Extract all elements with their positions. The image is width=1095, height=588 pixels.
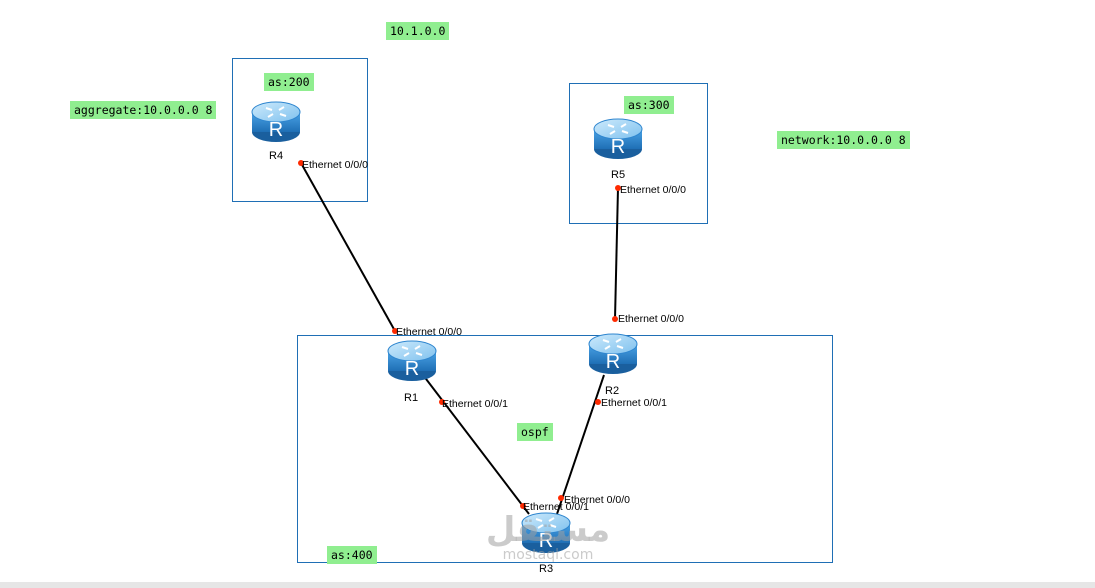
router-r4-label: R4 (269, 150, 284, 162)
port-dot-r1-e001[interactable] (439, 399, 445, 405)
router-r5-label: R5 (611, 169, 626, 181)
watermark-sub-text: mostaql.com (502, 547, 594, 563)
port-dot-r5-e000[interactable] (615, 185, 621, 191)
as400-area (297, 335, 833, 563)
watermark-main-text: مستقل (485, 510, 611, 550)
port-label-r2-e000: Ethernet 0/0/0 (618, 313, 684, 325)
link-r2-r3[interactable] (556, 374, 605, 515)
port-dot-r2-e000[interactable] (612, 316, 618, 322)
aggregate-note: aggregate:10.0.0.0 8 (70, 101, 217, 119)
port-label-r4-e000: Ethernet 0/0/0 (302, 159, 368, 171)
ospf-label: ospf (517, 423, 553, 441)
bottom-scrollbar[interactable] (0, 582, 1095, 588)
router-r4-icon[interactable] (251, 101, 301, 143)
router-r1-icon[interactable] (387, 340, 437, 382)
as200-area (232, 58, 368, 202)
link-r4-r1[interactable] (300, 162, 396, 332)
port-label-r3-e000: Ethernet 0/0/0 (564, 494, 630, 506)
port-label-r3-e001: Ethernet 0/0/1 (523, 501, 589, 513)
port-label-r5-e000: Ethernet 0/0/0 (620, 184, 686, 196)
port-dot-r1-e000[interactable] (392, 328, 398, 334)
router-r5-icon[interactable] (593, 118, 643, 160)
router-r1-label: R1 (404, 392, 419, 404)
network-note-top: 10.1.0.0 (386, 22, 450, 40)
as400-label: as:400 (327, 546, 377, 564)
port-dot-r4-e000[interactable] (298, 160, 304, 166)
router-r3-label: R3 (539, 563, 554, 575)
link-r5-r2[interactable] (614, 187, 619, 320)
watermark-logo: مستقل mostaql.com (478, 512, 618, 562)
as300-label: as:300 (624, 96, 674, 114)
port-label-r1-e001: Ethernet 0/0/1 (442, 398, 508, 410)
port-dot-r2-e001[interactable] (595, 399, 601, 405)
router-r2-label: R2 (605, 385, 620, 397)
as300-area (569, 83, 708, 224)
port-dot-r3-e001[interactable] (520, 503, 526, 509)
port-label-r1-e000: Ethernet 0/0/0 (396, 326, 462, 338)
as200-label: as:200 (264, 73, 314, 91)
port-label-r2-e001: Ethernet 0/0/1 (601, 397, 667, 409)
router-r2-icon[interactable] (588, 333, 638, 375)
network-note-right: network:10.0.0.0 8 (777, 131, 910, 149)
port-dot-r3-e000[interactable] (558, 495, 564, 501)
link-r1-r3[interactable] (422, 374, 530, 515)
